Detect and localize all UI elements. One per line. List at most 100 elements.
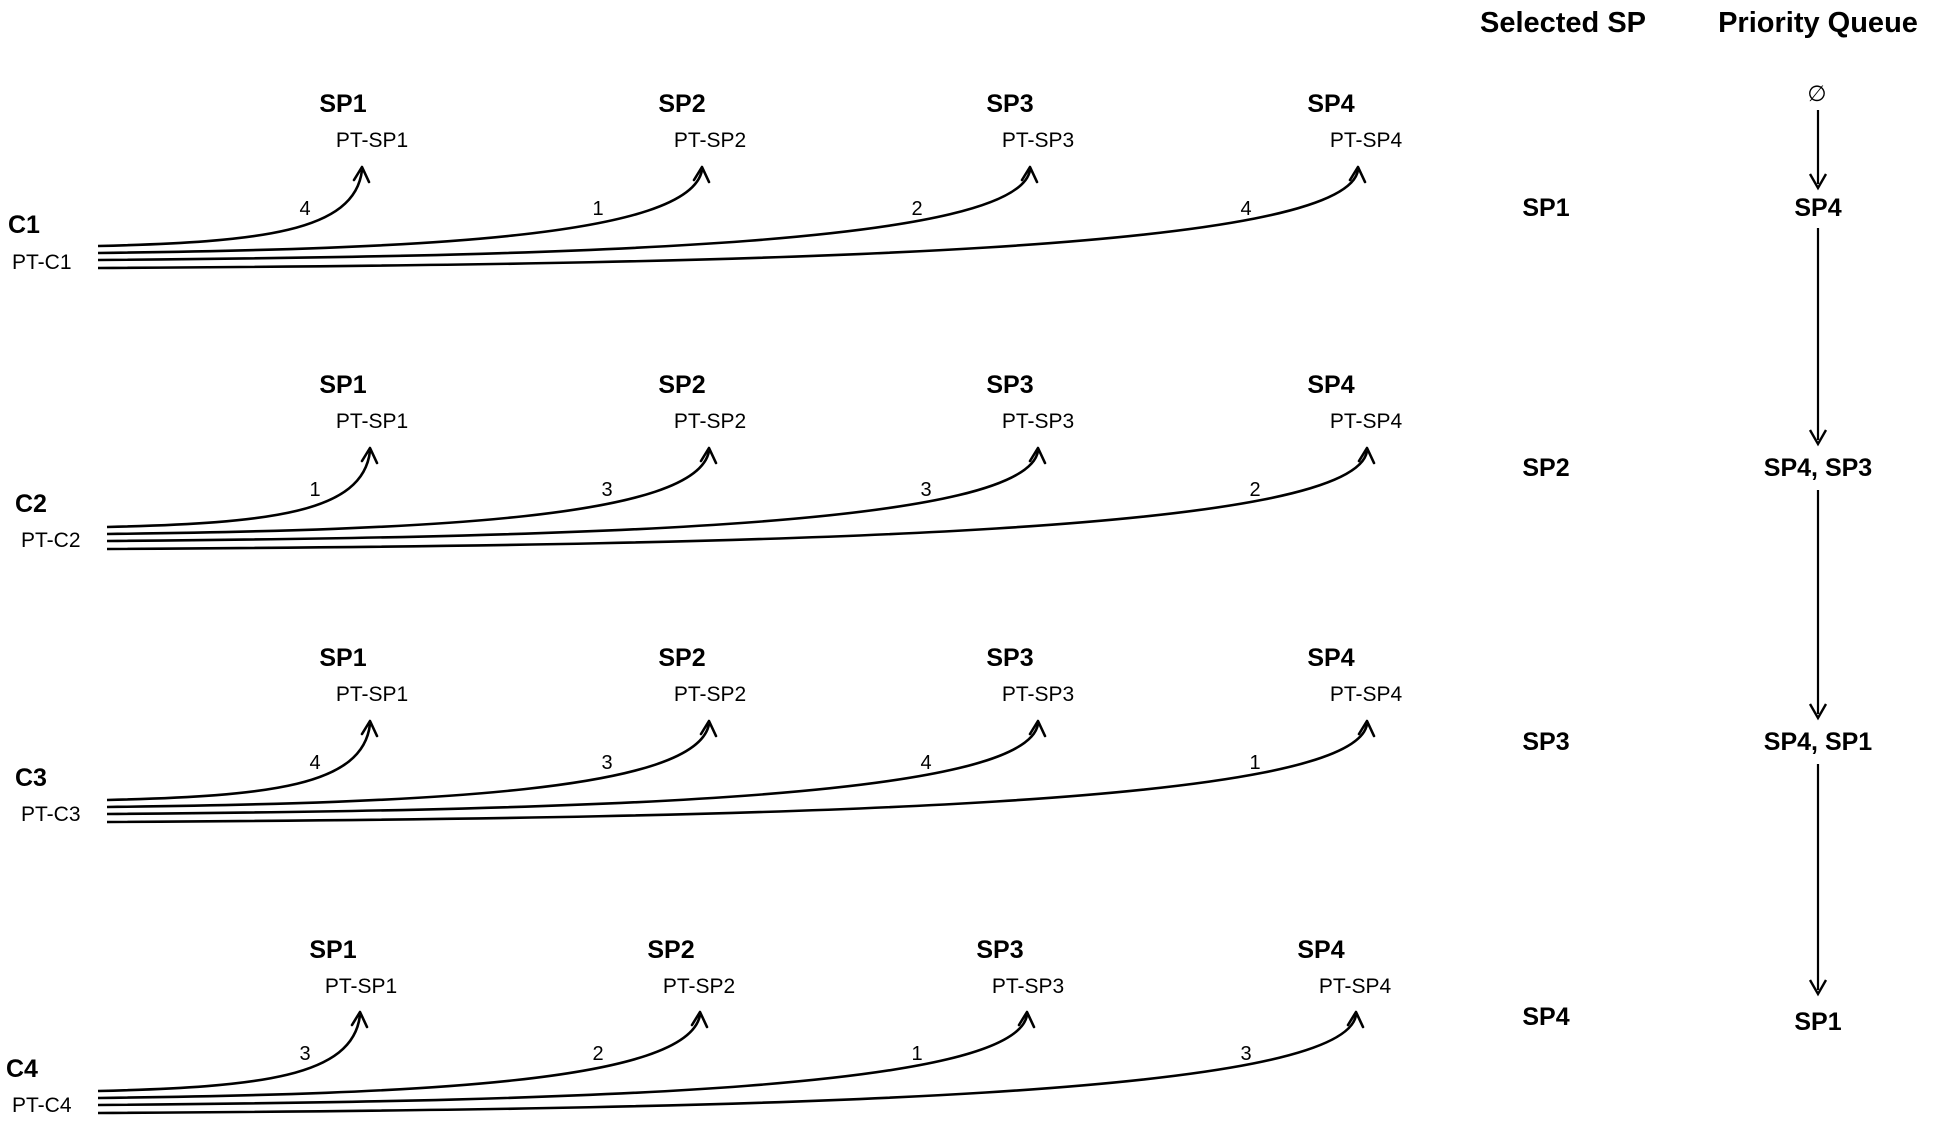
- sp-label-sp1: SP1: [319, 644, 366, 672]
- priority-queue-state-2: SP4, SP3: [1764, 454, 1872, 482]
- edge-weight-c1-sp4: 4: [1240, 198, 1251, 220]
- sp-label-sp4: SP4: [1297, 936, 1344, 964]
- edge-weight-c2-sp1: 1: [309, 479, 320, 501]
- sp-sub-label-sp3: PT-SP3: [1002, 683, 1074, 706]
- edge-weight-c4-sp2: 2: [592, 1043, 603, 1065]
- priority-queue-state-4: SP1: [1794, 1008, 1841, 1036]
- client-block-c2: C2 PT-C2 SP1 PT-SP1 SP2 PT-SP2 SP3 PT-SP…: [15, 371, 1402, 552]
- edge-c4-sp2: [97, 1014, 702, 1100]
- sp-sub-label-sp2: PT-SP2: [674, 129, 746, 152]
- arrowhead-c1-sp3: [1020, 165, 1039, 184]
- edge-weight-c1-sp1: 4: [299, 198, 310, 220]
- edge-weight-c4-sp4: 3: [1240, 1043, 1251, 1065]
- queue-arrow-head-0: [1808, 173, 1828, 191]
- arrowhead-c4-sp2: [690, 1010, 709, 1029]
- sp-sub-label-sp2: PT-SP2: [674, 683, 746, 706]
- edge-c2-sp2: [106, 450, 711, 536]
- arrowhead-c1-sp4: [1348, 165, 1367, 184]
- arrowhead-c4-sp1: [350, 1010, 369, 1029]
- edge-c3-sp4: [106, 723, 1369, 824]
- sp-sub-label-sp1: PT-SP1: [325, 975, 397, 998]
- edge-c3-sp3: [106, 723, 1040, 816]
- selected-sp-row-3: SP3: [1522, 728, 1569, 756]
- arrowhead-c3-sp4: [1357, 719, 1376, 738]
- edge-weight-c3-sp1: 4: [309, 752, 320, 774]
- arrowhead-c3-sp3: [1028, 719, 1047, 738]
- client-sub-label-c4: PT-C4: [12, 1094, 72, 1117]
- client-sub-label-c1: PT-C1: [12, 251, 72, 274]
- edge-weight-c4-sp1: 3: [299, 1043, 310, 1065]
- sp-sub-label-sp3: PT-SP3: [1002, 410, 1074, 433]
- edge-c2-sp3: [106, 450, 1040, 543]
- arrowhead-c1-sp1: [352, 165, 371, 184]
- selected-sp-row-4: SP4: [1522, 1003, 1569, 1031]
- sp-label-sp2: SP2: [647, 936, 694, 964]
- sp-label-sp1: SP1: [319, 371, 366, 399]
- arrowhead-c3-sp2: [699, 719, 718, 738]
- client-label-c3: C3: [15, 764, 47, 792]
- edge-c3-sp1: [106, 723, 372, 802]
- selected-sp-header: Selected SP: [1480, 7, 1646, 39]
- sp-label-sp3: SP3: [976, 936, 1023, 964]
- sp-label-sp3: SP3: [986, 90, 1033, 118]
- edge-c4-sp1: [97, 1014, 362, 1093]
- edge-c1-sp4: [97, 169, 1360, 270]
- arrowhead-c4-sp4: [1346, 1010, 1365, 1029]
- edge-c2-sp1: [106, 450, 372, 529]
- client-sub-label-c3: PT-C3: [21, 803, 81, 826]
- sp-label-sp2: SP2: [658, 371, 705, 399]
- client-sub-label-c2: PT-C2: [21, 529, 81, 552]
- edge-weight-c1-sp2: 1: [592, 198, 603, 220]
- queue-arrow-head-1: [1808, 429, 1828, 447]
- priority-queue-state-1: SP4: [1794, 194, 1841, 222]
- edge-weight-c2-sp4: 2: [1249, 479, 1260, 501]
- sp-sub-label-sp4: PT-SP4: [1330, 683, 1403, 706]
- client-label-c2: C2: [15, 490, 47, 518]
- sp-label-sp4: SP4: [1307, 90, 1354, 118]
- priority-queue-state-3: SP4, SP1: [1764, 728, 1872, 756]
- edge-weight-c3-sp3: 4: [920, 752, 931, 774]
- sp-sub-label-sp3: PT-SP3: [992, 975, 1064, 998]
- client-label-c4: C4: [6, 1055, 38, 1083]
- edge-c1-sp2: [97, 169, 704, 255]
- edge-weight-c4-sp3: 1: [911, 1043, 922, 1065]
- arrowhead-c2-sp2: [699, 446, 718, 465]
- sp-sub-label-sp2: PT-SP2: [663, 975, 735, 998]
- arrowhead-c2-sp1: [360, 446, 379, 465]
- arrowhead-c4-sp3: [1017, 1010, 1036, 1029]
- edge-c4-sp4: [97, 1014, 1358, 1115]
- sp-sub-label-sp1: PT-SP1: [336, 410, 408, 433]
- sp-sub-label-sp2: PT-SP2: [674, 410, 746, 433]
- edge-c3-sp2: [106, 723, 711, 809]
- sp-label-sp2: SP2: [658, 644, 705, 672]
- client-label-c1: C1: [8, 211, 40, 239]
- edge-weight-c3-sp2: 3: [601, 752, 612, 774]
- sp-label-sp1: SP1: [309, 936, 356, 964]
- arrowhead-c2-sp3: [1028, 446, 1047, 465]
- priority-queue-initial-empty-set: ∅: [1807, 81, 1826, 106]
- selected-sp-row-2: SP2: [1522, 454, 1569, 482]
- arrowhead-c3-sp1: [360, 719, 379, 738]
- client-block-c3: C3 PT-C3 SP1 PT-SP1 SP2 PT-SP2 SP3 PT-SP…: [15, 644, 1402, 826]
- sp-sub-label-sp1: PT-SP1: [336, 683, 408, 706]
- sp-label-sp3: SP3: [986, 371, 1033, 399]
- sp-label-sp4: SP4: [1307, 371, 1354, 399]
- queue-arrow-head-2: [1808, 703, 1828, 721]
- sp-label-sp2: SP2: [658, 90, 705, 118]
- queue-arrow-head-3: [1808, 979, 1828, 997]
- sp-sub-label-sp4: PT-SP4: [1330, 410, 1403, 433]
- sp-label-sp3: SP3: [986, 644, 1033, 672]
- sp-sub-label-sp4: PT-SP4: [1330, 129, 1403, 152]
- edge-c4-sp3: [97, 1014, 1029, 1107]
- edge-weight-c3-sp4: 1: [1249, 752, 1260, 774]
- sp-sub-label-sp1: PT-SP1: [336, 129, 408, 152]
- edge-c1-sp3: [97, 169, 1032, 262]
- sp-label-sp4: SP4: [1307, 644, 1354, 672]
- edge-weight-c2-sp2: 3: [601, 479, 612, 501]
- arrowhead-c1-sp2: [692, 165, 711, 184]
- sp-label-sp1: SP1: [319, 90, 366, 118]
- edge-c1-sp1: [97, 169, 364, 248]
- sp-sub-label-sp4: PT-SP4: [1319, 975, 1392, 998]
- edge-weight-c2-sp3: 3: [920, 479, 931, 501]
